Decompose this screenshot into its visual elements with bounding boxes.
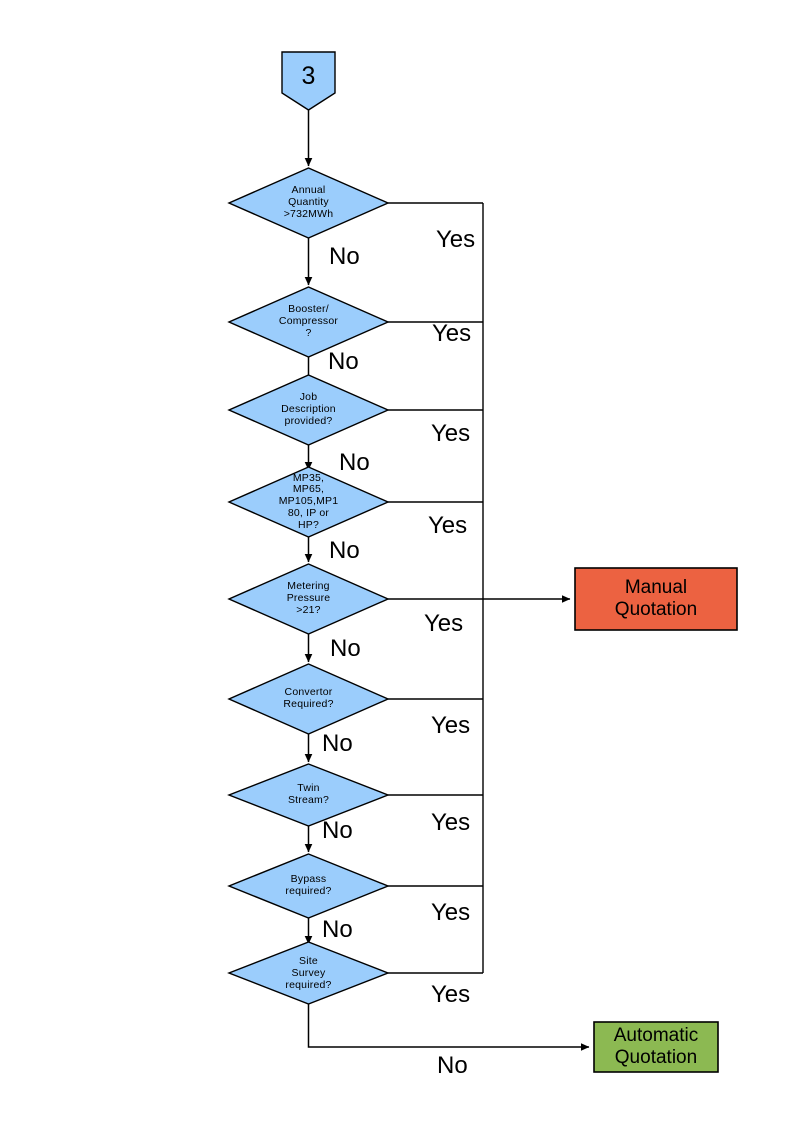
edge-label-no-final-automatic: No [437, 1052, 468, 1079]
decision-twin-stream-shape [227, 763, 390, 827]
off-page-connector-3-shape [281, 51, 336, 111]
terminal-manual-quotation-shape[interactable] [574, 567, 738, 631]
edge-label-no-booster-compressor: No [328, 348, 359, 375]
edge-label-yes-bypass-required: Yes [431, 899, 471, 926]
edge-label-no-annual-quantity: No [329, 243, 360, 270]
decision-metering-pressure-shape [227, 563, 390, 635]
edge-label-yes-booster-compressor: Yes [432, 320, 472, 347]
edge-label-no-convertor-required: No [322, 730, 353, 757]
edge-label-yes-meter-type: Yes [428, 512, 468, 539]
decision-site-survey-shape [227, 941, 390, 1005]
edge-label-no-meter-type: No [329, 537, 360, 564]
decision-annual-quantity-shape [227, 167, 390, 239]
edge-label-yes-metering-pressure: Yes [424, 610, 464, 637]
edge-label-yes-site-survey: Yes [431, 981, 471, 1008]
edge-label-yes-twin-stream: Yes [431, 809, 471, 836]
decision-job-description-shape [227, 374, 390, 446]
decision-booster-compressor-shape [227, 286, 390, 358]
edge-label-no-metering-pressure: No [330, 635, 361, 662]
edge-label-yes-annual-quantity: Yes [436, 226, 476, 253]
edge-label-yes-job-description: Yes [431, 420, 471, 447]
decision-meter-type-shape [227, 466, 390, 538]
decision-convertor-required-shape [227, 663, 390, 735]
edge-label-no-job-description: No [339, 449, 370, 476]
edge-label-no-bypass-required: No [322, 916, 353, 943]
edge-label-yes-convertor-required: Yes [431, 712, 471, 739]
decision-bypass-required-shape [227, 853, 390, 919]
terminal-automatic-quotation-shape[interactable] [593, 1021, 719, 1073]
edge-site-survey-no-to-automatic [307, 1004, 590, 1051]
edge-label-no-twin-stream: No [322, 817, 353, 844]
